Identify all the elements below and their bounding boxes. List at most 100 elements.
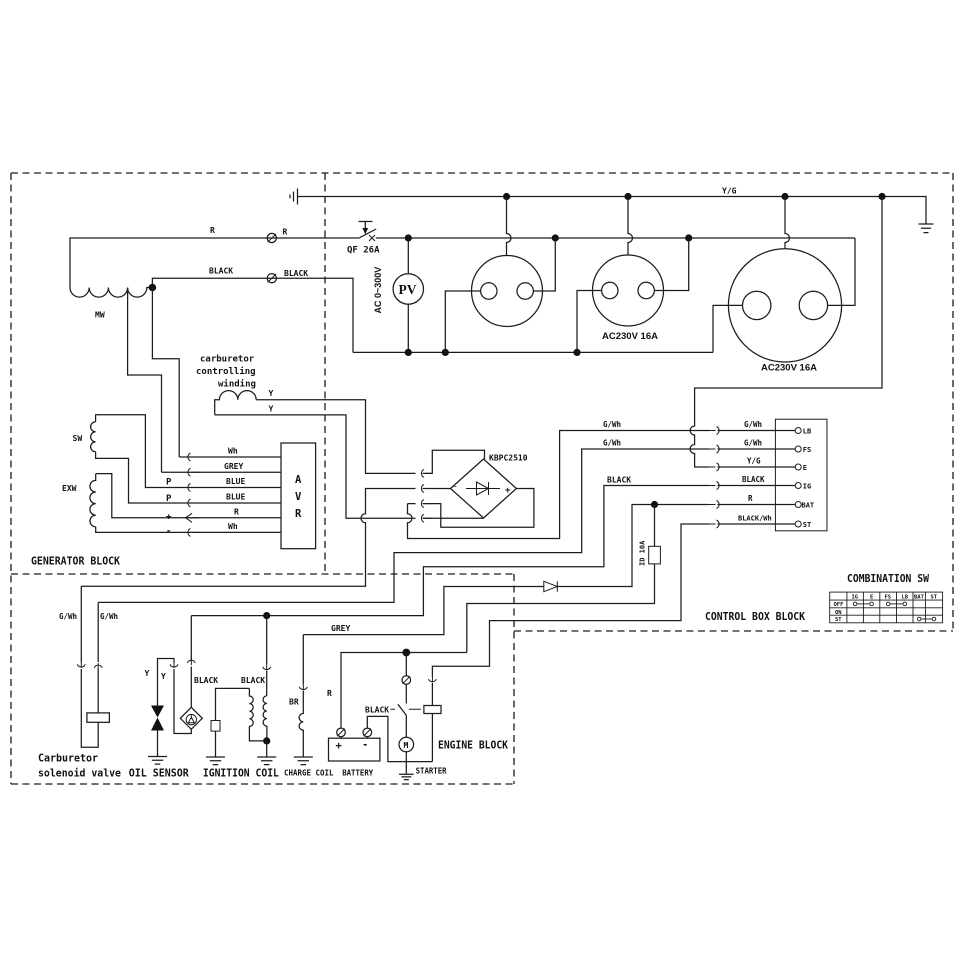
terminal-bat-label: BAT — [802, 502, 815, 510]
carb-winding-label-2: controlling — [196, 366, 256, 377]
rectifier-connector-icon — [420, 513, 432, 523]
sw-row-on: ON — [835, 610, 842, 616]
solenoid-connector-icons — [76, 662, 103, 670]
r-line: R R QF 26A — [69, 220, 855, 288]
rectifier-connector-icons — [420, 468, 432, 523]
battery-minus-sign: - — [362, 739, 368, 751]
socket-1-pin-left — [479, 282, 498, 300]
fuse-wire — [340, 504, 656, 729]
fs-wire-label: G/Wh — [744, 439, 762, 448]
avr-letter-v: V — [295, 491, 302, 503]
avr-pin-p1: P — [166, 478, 172, 488]
oil-sensor-valve-icon — [151, 705, 164, 731]
charge-coil-connector-icon — [298, 684, 308, 691]
oil-sensor-connector-icons — [169, 658, 196, 668]
generator-block-label: GENERATOR BLOCK — [31, 556, 121, 568]
avr-pin-plus: + — [166, 513, 172, 523]
generator-block-border — [11, 173, 514, 575]
diode-icon — [543, 580, 559, 593]
table-line — [829, 599, 943, 616]
avr-row3-label: BLUE — [226, 477, 245, 486]
sw-row-st: ST — [835, 617, 842, 623]
main-winding-tap1-wire — [126, 288, 163, 473]
breaker-x-mark — [368, 234, 376, 242]
terminal-strip: LB FS E IG BAT ST G/Wh G/Wh Y/G BLACK R … — [603, 418, 828, 532]
avr-connector-icon — [187, 483, 199, 492]
ignition-ground-icon — [257, 756, 277, 766]
terminal-lb-label: LB — [803, 428, 811, 436]
battery-plus-sign: + — [336, 740, 342, 752]
terminal-e-label: E — [803, 464, 807, 472]
sw-connection-icon — [885, 601, 891, 607]
sw-connection-icon — [902, 601, 908, 607]
battery-pos-connector-slash — [336, 728, 346, 737]
socket-1-wire-right — [533, 238, 556, 292]
r-wire — [69, 237, 359, 288]
oil-alert-shape — [187, 714, 196, 724]
breaker-blade — [358, 228, 377, 239]
oil-sensor-y1-label: Y — [145, 669, 150, 678]
avr-row1-label: Wh — [228, 447, 238, 456]
socket-3-body — [727, 248, 843, 363]
sub-winding-bottom-wire — [94, 451, 281, 504]
socket-bus — [353, 348, 713, 356]
starter-label: STARTER — [416, 767, 447, 776]
excitation-winding-coil — [89, 473, 97, 528]
starter-ground-icon — [399, 773, 414, 781]
carb-winding-label-3: winding — [218, 379, 256, 390]
terminal-ig-label: IG — [803, 483, 811, 491]
starter-switch-blade-icon — [397, 703, 407, 716]
starter: M STARTER — [390, 652, 447, 781]
ignition-primary-coil — [248, 688, 267, 742]
block-borders — [10, 172, 954, 785]
engine-block-label: ENGINE BLOCK — [438, 740, 509, 752]
ig-wire-label-left: BLACK — [607, 476, 631, 485]
sub-winding-coil — [90, 421, 96, 453]
r-wire-label-left: R — [210, 226, 215, 235]
solenoid-valve-icon — [86, 712, 111, 723]
sw-connection-icon — [852, 601, 858, 607]
avr-pin-minus: - — [166, 527, 171, 537]
sub-winding: SW — [73, 414, 281, 504]
bat-terminal-wire — [303, 503, 796, 636]
breaker-label: QF 26A — [347, 246, 380, 256]
socket-2-earth-wire — [627, 196, 634, 255]
voltmeter: PV AC 0~300V — [373, 238, 425, 353]
battery-box — [327, 737, 381, 762]
fs-wire-label-left: G/Wh — [603, 439, 621, 448]
relay-connector-icon — [427, 676, 437, 683]
socket-2-pin-left — [600, 281, 619, 300]
avr-pin-p2: P — [166, 494, 172, 504]
sw-col-ig: IG — [852, 595, 859, 601]
oil-sensor-black-label: BLACK — [194, 676, 218, 685]
lb-wire-label-left: G/Wh — [603, 420, 621, 429]
terminal-box — [774, 418, 828, 532]
rectifier-plus-mark: + — [505, 486, 511, 496]
socket-3-wire-left — [712, 304, 743, 353]
voltmeter-label: PV — [399, 282, 417, 297]
control-box-wiring: GREY ID 10A — [98, 196, 883, 729]
junction-dot — [404, 348, 412, 356]
avr-row2-label: GREY — [224, 462, 243, 471]
ignition-black-label: BLACK — [241, 676, 265, 685]
rectifier-diamond — [449, 458, 518, 519]
solenoid-label-line2: solenoid valve — [38, 768, 121, 780]
earth-bus: Y/G — [289, 187, 934, 234]
socket-3: AC230V 16A — [712, 196, 856, 374]
black-wire-label-left: BLACK — [209, 267, 233, 276]
e-wire-label: Y/G — [747, 457, 761, 466]
sw-col-fs: FS — [885, 595, 892, 601]
terminal-circle — [794, 482, 802, 489]
breaker-qf-icon — [358, 220, 377, 242]
st-terminal-wire — [431, 523, 796, 706]
st-wire-label: BLACK/Wh — [738, 515, 772, 523]
y-wire-bottom-path — [214, 414, 484, 519]
avr-connector-icon — [187, 452, 199, 462]
socket-1-pin-right — [516, 282, 535, 300]
ground-right-icon — [918, 223, 934, 234]
inline-connector-slash — [267, 273, 277, 283]
ignition-condenser-ground-icon — [206, 756, 225, 766]
terminal-st-label: ST — [803, 521, 811, 529]
socket-3-pin-left — [741, 290, 772, 321]
main-winding: MW — [69, 283, 180, 473]
